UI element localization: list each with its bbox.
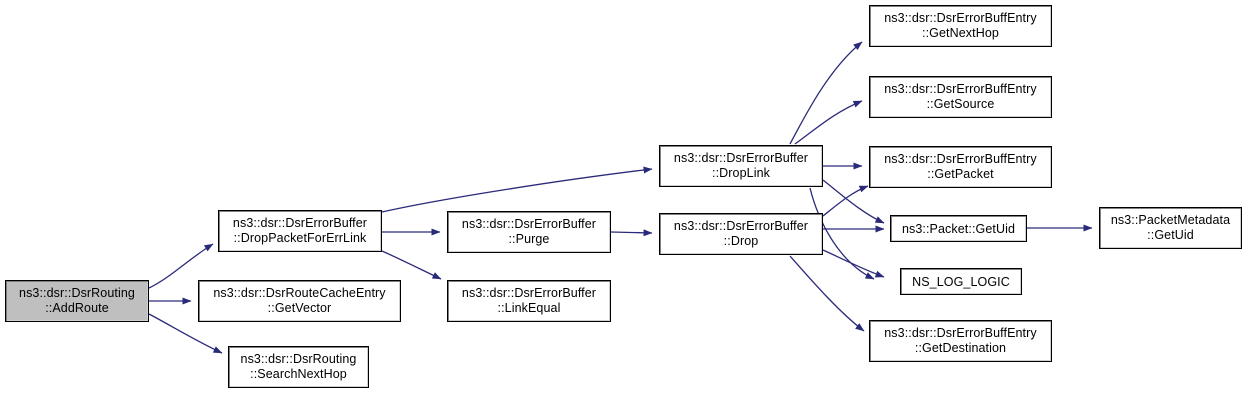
graph-node-label: ns3::dsr::DsrErrorBuffEntry ::GetNextHop bbox=[884, 11, 1037, 40]
graph-node-label: ns3::dsr::DsrErrorBuffer ::Drop bbox=[673, 219, 809, 248]
graph-node-get-vector[interactable]: ns3::dsr::DsrRouteCacheEntry ::GetVector bbox=[198, 280, 401, 322]
graph-node-label: ns3::dsr::DsrErrorBuffer ::DropLink bbox=[673, 151, 809, 180]
graph-node-drop[interactable]: ns3::dsr::DsrErrorBuffer ::Drop bbox=[659, 213, 823, 255]
graph-node-get-next-hop[interactable]: ns3::dsr::DsrErrorBuffEntry ::GetNextHop bbox=[869, 5, 1052, 47]
graph-node-label: ns3::dsr::DsrErrorBuffEntry ::GetDestina… bbox=[884, 326, 1037, 355]
graph-node-link-equal[interactable]: ns3::dsr::DsrErrorBuffer ::LinkEqual bbox=[447, 280, 611, 322]
graph-node-get-packet[interactable]: ns3::dsr::DsrErrorBuffEntry ::GetPacket bbox=[869, 146, 1052, 188]
graph-node-label: NS_LOG_LOGIC bbox=[912, 274, 1010, 289]
graph-node-packet-get-uid[interactable]: ns3::Packet::GetUid bbox=[890, 215, 1027, 242]
graph-node-packet-metadata-get-uid[interactable]: ns3::PacketMetadata ::GetUid bbox=[1099, 207, 1242, 249]
graph-node-get-destination[interactable]: ns3::dsr::DsrErrorBuffEntry ::GetDestina… bbox=[869, 320, 1052, 362]
graph-node-label: ns3::dsr::DsrErrorBuffEntry ::GetSource bbox=[884, 82, 1037, 111]
graph-node-label: ns3::PacketMetadata ::GetUid bbox=[1110, 213, 1231, 242]
graph-node-drop-link[interactable]: ns3::dsr::DsrErrorBuffer ::DropLink bbox=[659, 145, 823, 187]
graph-node-search-next-hop[interactable]: ns3::dsr::DsrRouting ::SearchNextHop bbox=[228, 346, 369, 388]
graph-node-ns-log-logic[interactable]: NS_LOG_LOGIC bbox=[900, 268, 1022, 295]
graph-node-label: ns3::Packet::GetUid bbox=[901, 221, 1016, 236]
graph-node-drop-packet-for-err-link[interactable]: ns3::dsr::DsrErrorBuffer ::DropPacketFor… bbox=[218, 210, 382, 252]
graph-node-add-route[interactable]: ns3::dsr::DsrRouting ::AddRoute bbox=[5, 280, 149, 322]
graph-node-label: ns3::dsr::DsrRouting ::AddRoute bbox=[19, 286, 135, 315]
graph-node-label: ns3::dsr::DsrErrorBuffer ::Purge bbox=[461, 217, 597, 246]
graph-node-label: ns3::dsr::DsrErrorBuffer ::DropPacketFor… bbox=[232, 216, 368, 245]
graph-node-purge[interactable]: ns3::dsr::DsrErrorBuffer ::Purge bbox=[447, 211, 611, 253]
graph-node-label: ns3::dsr::DsrRouting ::SearchNextHop bbox=[240, 352, 357, 381]
graph-node-label: ns3::dsr::DsrRouteCacheEntry ::GetVector bbox=[213, 286, 386, 315]
graph-node-label: ns3::dsr::DsrErrorBuffEntry ::GetPacket bbox=[884, 152, 1037, 181]
graph-node-label: ns3::dsr::DsrErrorBuffer ::LinkEqual bbox=[461, 286, 597, 315]
graph-node-get-source[interactable]: ns3::dsr::DsrErrorBuffEntry ::GetSource bbox=[869, 76, 1052, 118]
